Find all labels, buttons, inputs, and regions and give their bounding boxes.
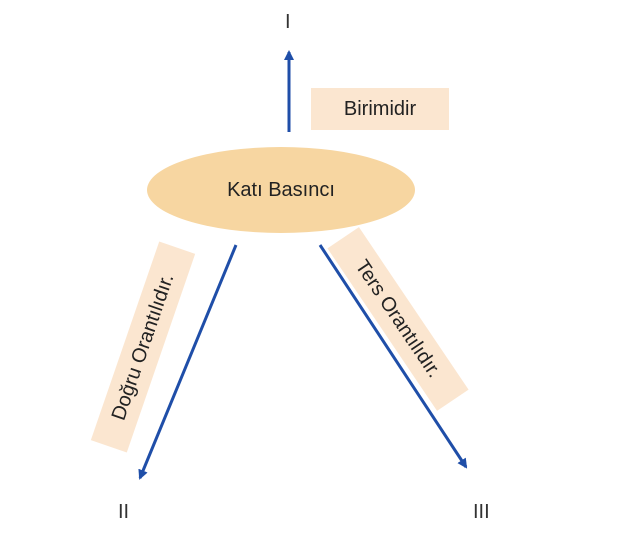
- arrow-to-bottom-left: [138, 244, 238, 480]
- node-label-top: I: [285, 11, 291, 33]
- node-label-bottom-left: II: [118, 501, 130, 523]
- arrow-to-bottom-right: [318, 244, 468, 469]
- center-ellipse: Katı Basıncı: [147, 147, 415, 233]
- relation-tag-top: Birimidir: [311, 88, 449, 130]
- relation-label-top: Birimidir: [343, 97, 417, 120]
- node-label-bottom-right: III: [473, 501, 490, 523]
- center-label: Katı Basıncı: [227, 178, 335, 201]
